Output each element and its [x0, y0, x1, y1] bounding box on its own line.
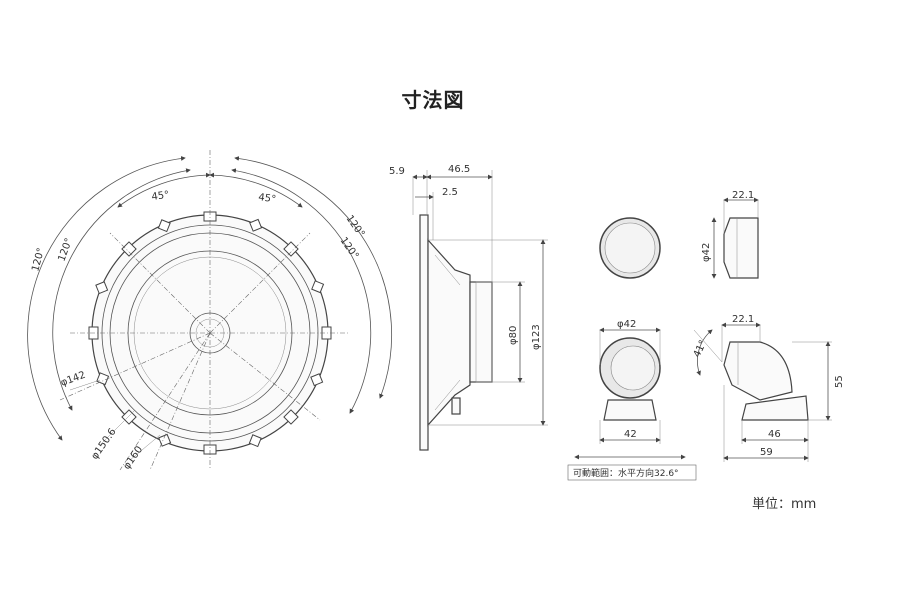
side-flange	[419, 214, 429, 451]
tweeter-flush-side: 22.1 φ42	[701, 190, 759, 279]
tweeter-angled-base-dim: 46	[768, 429, 781, 440]
side-dim-123: φ123	[531, 324, 542, 350]
angle-arc-120-inner-left	[52, 168, 191, 411]
front-dia-142: φ142	[59, 370, 87, 389]
tweeter-angled-total: 59	[760, 447, 773, 458]
angle-arc-120-inner-right	[231, 168, 372, 414]
side-magnet	[469, 281, 493, 383]
tweeter-front-dome	[604, 222, 656, 274]
side-dim-80: φ80	[508, 326, 519, 345]
tweeter-angled-body	[723, 341, 793, 401]
tweeter-angled: 22.1 41° 55 46 59	[692, 314, 845, 462]
tweeter-front	[599, 217, 661, 279]
tweeter-swivel-box	[567, 464, 697, 481]
tweeter-angled-base	[741, 395, 809, 421]
angle-arc-45-right	[209, 172, 303, 208]
tweeter-swivel-range: 可動範囲：水平方向32.6°	[573, 467, 679, 479]
tweeter-flush-body	[723, 217, 759, 279]
front-angle-label-120-inner-left: 120°	[56, 237, 75, 263]
front-dia-150: φ150.6	[89, 427, 118, 462]
dia150-leader	[99, 409, 136, 446]
page-title: 寸法図	[401, 88, 465, 112]
tweeter-angled-angle-arc	[696, 329, 713, 376]
tweeter-surface-dome	[610, 345, 656, 391]
tweeter-surface: φ42 42 可動範囲：水平方向32.6°	[567, 319, 697, 481]
front-angle-label-120-inner-right: 120°	[338, 235, 361, 261]
side-terminal	[451, 397, 461, 415]
dia160-leader	[129, 434, 161, 461]
side-dim-5.9: 5.9	[389, 166, 405, 177]
side-view: 5.9 46.5 2.5 φ80 φ123	[389, 164, 548, 451]
tweeter-angled-angle-ref	[693, 329, 723, 363]
tweeter-angled-height: 55	[834, 375, 845, 388]
tweeter-flush-dia: φ42	[701, 243, 712, 262]
unit-label: 単位：mm	[752, 497, 817, 512]
side-magnet-inner	[475, 281, 493, 383]
side-basket	[427, 238, 471, 427]
tweeter-surface-base	[603, 399, 657, 421]
tweeter-angled-depth: 22.1	[732, 314, 754, 325]
front-dia-160: φ160	[121, 444, 145, 471]
front-angle-label-45-left: 45°	[151, 190, 170, 203]
tweeter-surface-dia: φ42	[617, 319, 636, 330]
side-basket-line2	[434, 379, 461, 411]
tweeter-flush-depth: 22.1	[732, 190, 754, 201]
front-angle-label-45-right: 45°	[258, 192, 277, 205]
tweeter-surface-base-dim: 42	[624, 429, 637, 440]
side-dim-46.5: 46.5	[448, 164, 470, 175]
side-basket-line1	[434, 254, 461, 286]
front-view: 45° 45° 120° 120° 120° 120° φ142 φ150.6 …	[27, 150, 393, 472]
dia142-leader	[69, 379, 101, 391]
tweeter-angled-angle: 41°	[692, 339, 709, 360]
side-dim-2.5: 2.5	[442, 187, 458, 198]
